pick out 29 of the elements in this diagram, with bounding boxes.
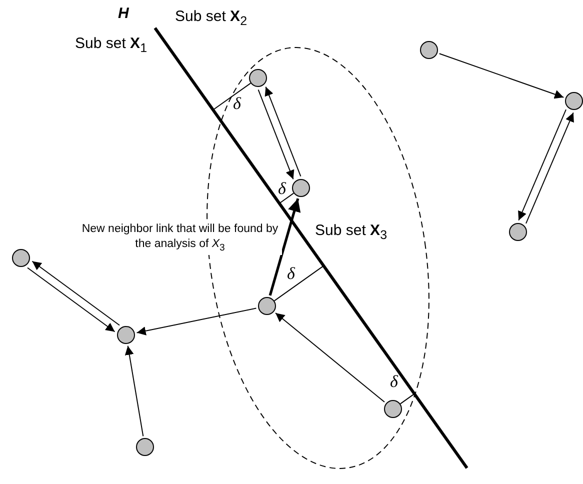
line-label: H: [118, 5, 129, 22]
node-circle: [384, 400, 402, 418]
arrow: [275, 312, 385, 403]
node-circle: [292, 179, 310, 197]
arrow: [518, 109, 566, 221]
node-circle: [249, 69, 267, 87]
distance-label: δ: [233, 95, 241, 112]
arrow: [27, 267, 116, 332]
arrow: [264, 86, 302, 177]
node-circle: [12, 249, 30, 267]
distance-label: δ: [390, 373, 398, 390]
arrow: [124, 345, 144, 437]
node-circle: [420, 41, 438, 59]
distance-label: δ: [287, 265, 295, 282]
node-circle: [509, 223, 527, 241]
node-circle: [117, 326, 135, 344]
arrow: [32, 260, 120, 326]
distance-label: δ: [278, 180, 286, 197]
arrow: [136, 308, 257, 336]
region-label: Sub set X$_{1}$: [75, 35, 148, 57]
node-circle: [258, 297, 276, 315]
region-label: Sub set X$_{2}$: [175, 8, 248, 30]
node-circle: [565, 92, 583, 110]
node-circle: [136, 438, 154, 456]
arrow: [526, 112, 574, 224]
arrow: [438, 53, 564, 99]
region-label: Sub set X$_{3}$: [315, 222, 388, 244]
arrow: [258, 89, 294, 180]
arrow: [268, 198, 301, 296]
